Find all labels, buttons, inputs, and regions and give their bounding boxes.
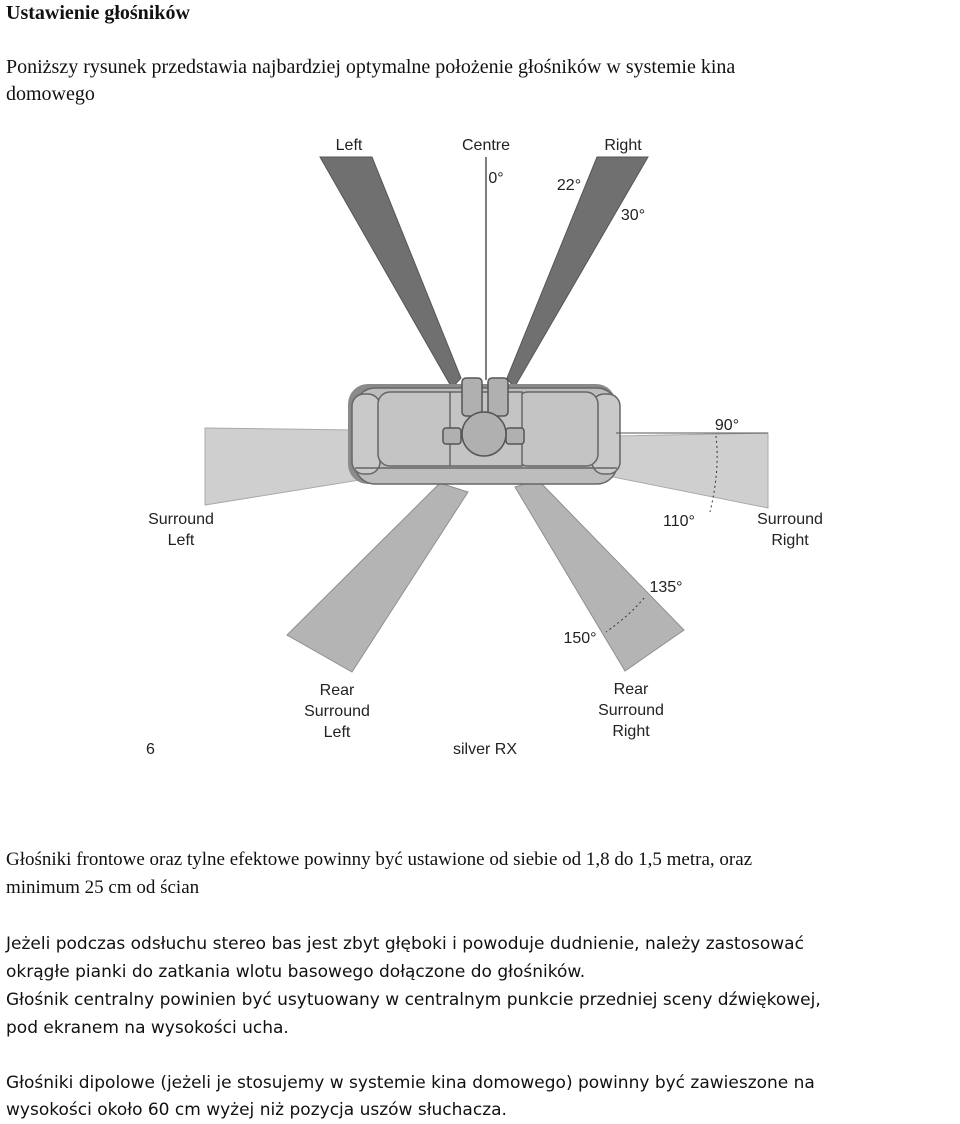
label-rear-left-2: Surround — [304, 703, 370, 720]
label-rear-left-3: Left — [324, 724, 351, 741]
label-surround-right-2: Right — [771, 532, 809, 549]
label-surround-left-1: Surround — [148, 511, 214, 528]
angle-0-label: 0° — [488, 170, 503, 187]
angle-135-label: 135° — [649, 579, 682, 596]
label-centre: Centre — [462, 137, 510, 154]
product-name: silver RX — [453, 741, 517, 758]
label-rear-right-3: Right — [612, 723, 650, 740]
label-right: Right — [604, 137, 642, 154]
rear-surround-right-beam — [514, 479, 685, 672]
paragraph-2-line-2: okrągłe pianki do zatkania wlotu basoweg… — [6, 962, 586, 982]
left-front-beam — [319, 156, 462, 389]
intro-text: Poniższy rysunek przedstawia najbardziej… — [6, 54, 946, 108]
angle-110-label: 110° — [663, 513, 695, 530]
page-number: 6 — [146, 741, 155, 758]
angle-90-label: 90° — [715, 417, 739, 434]
label-surround-left-2: Left — [168, 532, 195, 549]
speaker-placement-diagram: Left Centre Right 0° 22° 30° 90° 110° 13… — [146, 137, 823, 758]
paragraph-2-line-4: pod ekranem na wysokości ucha. — [6, 1018, 289, 1038]
angle-22-label: 22° — [557, 177, 581, 194]
angle-90-110-arc — [709, 435, 718, 513]
paragraph-bass-and-centre: Jeżeli podczas odsłuchu stereo bas jest … — [6, 930, 956, 1042]
paragraph-dipole: Głośniki dipolowe (jeżeli je stosujemy w… — [6, 1070, 956, 1124]
angle-135-150-arc — [605, 597, 645, 633]
label-rear-right-2: Surround — [598, 702, 664, 719]
label-surround-right-1: Surround — [757, 511, 823, 528]
paragraph-3-line-2: wysokości około 60 cm wyżej niż pozycja … — [6, 1100, 507, 1120]
label-rear-left-1: Rear — [320, 682, 355, 699]
paragraph-2-line-1: Jeżeli podczas odsłuchu stereo bas jest … — [6, 934, 804, 954]
sofa-icon — [348, 377, 621, 485]
paragraph-3-line-1: Głośniki dipolowe (jeżeli je stosujemy w… — [6, 1073, 815, 1093]
label-left: Left — [336, 137, 363, 154]
paragraph-2-line-3: Głośnik centralny powinien być usytuowan… — [6, 990, 821, 1010]
page-heading: Ustawienie głośników — [6, 2, 190, 24]
surround-left-beam — [204, 427, 361, 506]
paragraph-1-line-2: minimum 25 cm od ścian — [6, 877, 200, 898]
intro-line-2: domowego — [6, 83, 95, 105]
rear-surround-left-beam — [286, 482, 469, 673]
angle-30-label: 30° — [621, 207, 645, 224]
angle-150-label: 150° — [563, 630, 596, 647]
intro-line-1: Poniższy rysunek przedstawia najbardziej… — [6, 56, 736, 78]
surround-right-beam — [607, 432, 769, 509]
paragraph-spacing: Głośniki frontowe oraz tylne efektowe po… — [6, 846, 956, 902]
label-rear-right-1: Rear — [614, 681, 649, 698]
paragraph-1-line-1: Głośniki frontowe oraz tylne efektowe po… — [6, 849, 753, 870]
